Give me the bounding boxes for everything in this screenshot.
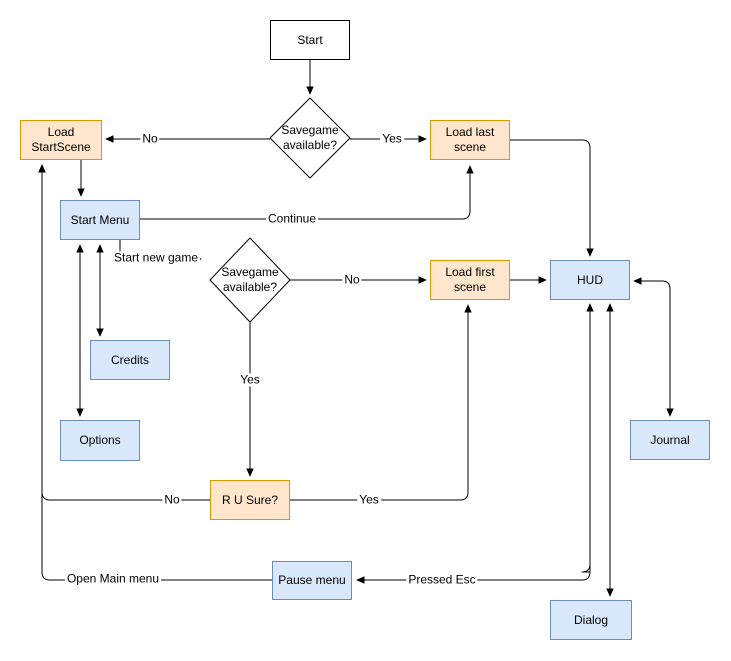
- node-options-label: Options: [79, 433, 121, 447]
- edge-hud-pressed-esc-pause-menu: [357, 304, 590, 580]
- edge-load-last-scene-to-hud: [510, 139, 594, 257]
- node-r-u-sure: R U Sure?: [210, 480, 290, 520]
- edge-label-savegame2-yes: Yes: [238, 372, 262, 387]
- edge-start-menu-continue-to-load-last-scene: [140, 165, 474, 220]
- node-load-first-scene: Load first scene: [430, 260, 510, 300]
- node-start-menu: Start Menu: [60, 200, 140, 240]
- decision-savegame-available-1: [269, 97, 351, 179]
- node-dialog: Dialog: [550, 600, 632, 640]
- edge-label-rusure-yes: Yes: [357, 492, 381, 507]
- node-start-menu-label: Start Menu: [70, 212, 130, 227]
- edge-pause-menu-open-main-menu-to-load-startscene: [38, 164, 272, 581]
- node-savegame-check-1-label: Savegame available?: [281, 123, 339, 152]
- node-savegame-check-2-label: Savegame available?: [221, 265, 279, 294]
- node-load-last-scene: Load last scene: [430, 120, 510, 160]
- edge-label-pressed-esc: Pressed Esc: [406, 572, 478, 587]
- node-load-startscene-label: Load StartScene: [31, 125, 91, 154]
- node-journal: Journal: [630, 420, 710, 460]
- node-load-startscene: Load StartScene: [20, 120, 102, 160]
- edge-label-savegame2-no: No: [342, 272, 362, 287]
- node-dialog-label: Dialog: [573, 612, 609, 627]
- node-credits: Credits: [90, 340, 170, 380]
- node-start-label: Start: [297, 32, 323, 47]
- node-start: Start: [270, 20, 350, 60]
- node-r-u-sure-label: R U Sure?: [221, 492, 279, 507]
- node-pause-menu: Pause menu: [272, 561, 352, 600]
- edge-label-savegame1-yes: Yes: [380, 131, 404, 146]
- node-hud: HUD: [550, 260, 630, 300]
- edge-hud-journal: [633, 277, 674, 417]
- node-load-first-scene-label: Load first scene: [445, 265, 495, 294]
- edge-label-start-new-game: Start new game: [111, 250, 201, 265]
- edge-label-savegame1-no: No: [140, 131, 160, 146]
- edge-label-rusure-no: No: [162, 492, 182, 507]
- node-pause-menu-label: Pause menu: [278, 573, 346, 587]
- node-load-last-scene-label: Load last scene: [445, 125, 495, 154]
- edge-label-continue: Continue: [265, 211, 319, 226]
- node-options: Options: [60, 420, 140, 461]
- node-hud-label: HUD: [577, 272, 603, 287]
- edge-rusure-yes-to-load-first-scene: [290, 304, 472, 501]
- edge-label-open-main-menu: Open Main menu: [64, 571, 162, 586]
- decision-savegame-available-2: [209, 237, 291, 323]
- node-credits-label: Credits: [110, 352, 149, 367]
- node-journal-label: Journal: [650, 432, 690, 447]
